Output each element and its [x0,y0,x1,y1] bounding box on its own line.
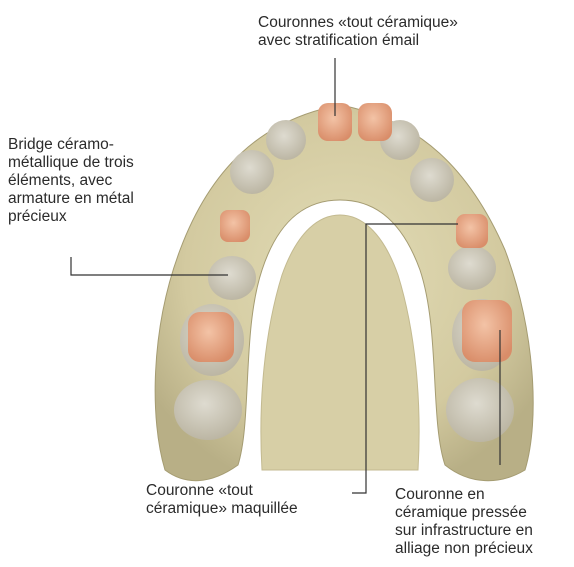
right-premolar-2 [448,246,496,290]
left-molar-3 [174,380,242,440]
label-ceramic-crowns-enamel: Couronnes «tout céramique» avec stratifi… [258,14,458,50]
label-pressed-ceramic-crown: Couronne en céramique pressée sur infras… [395,486,533,558]
right-crown-molar [462,300,512,362]
left-canine [230,150,274,194]
label-stained-ceramic-crown: Couronne «tout céramique» maquillée [146,482,298,518]
right-canine [410,158,454,202]
right-molar-3 [446,378,514,442]
left-crown-premolar [220,210,250,242]
left-crown-molar [188,312,234,362]
palate [261,215,419,470]
incisor-crown-right [358,103,392,141]
right-crown-premolar [456,214,488,248]
left-premolar-2 [208,256,256,300]
left-lateral [266,120,306,160]
label-ceramometallic-bridge: Bridge céramo- métallique de trois éléme… [8,136,134,226]
